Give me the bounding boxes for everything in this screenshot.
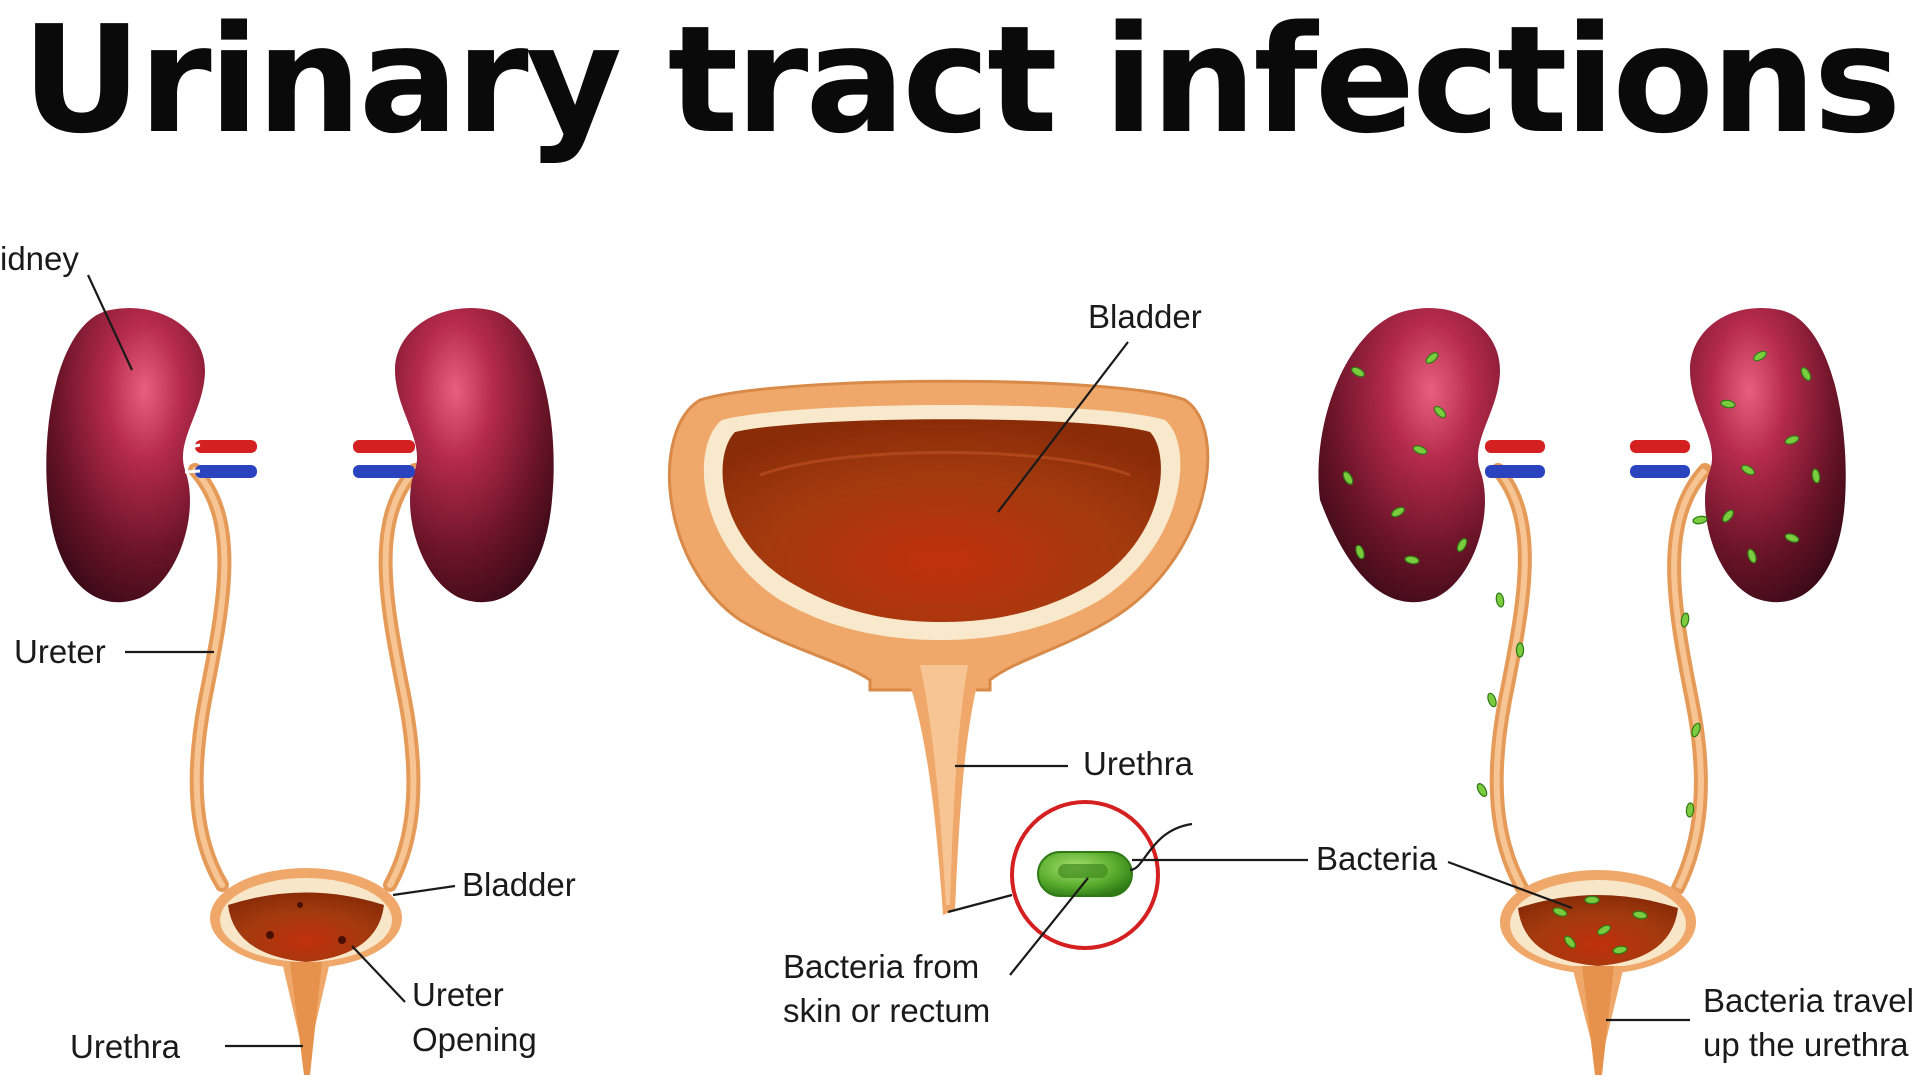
bladder-lumen [722,419,1161,622]
center-bladder-system: Bladder Urethra Bacteria from skin or re… [667,298,1438,1029]
kidney-left [46,308,257,603]
leader-urethra-to-circle [947,893,1013,914]
bacterium [1487,692,1497,708]
leader-bladder-center [997,341,1129,513]
bacterium [1800,367,1812,381]
bacterium [1612,945,1628,955]
bacterium [1342,471,1354,485]
leader-bacteria-from [1009,877,1089,976]
bacterium [1597,924,1611,936]
bacterium-flagellum [1129,822,1193,872]
bacterium [1515,642,1525,658]
bacterium [1720,399,1736,409]
label-bacteria-from-2: skin or rectum [783,992,990,1029]
bacterium [1811,468,1821,484]
kidney-right [353,308,554,603]
kidney-infected-right [1630,308,1846,603]
bacterium [1495,592,1505,608]
bacterium [1753,350,1767,362]
page-title: Urinary tract infections [21,0,1902,166]
bacterium [1680,612,1690,628]
bacterium [1355,544,1365,560]
leader-bacteria-right [1447,860,1573,910]
kidney-infected-left [1318,308,1545,603]
leader-kidney [87,274,133,371]
bacterium [1741,464,1755,476]
label-bacteria-travel-2: up the urethra [1703,1026,1909,1063]
bacterium [1433,405,1447,419]
bacterium [1691,722,1701,738]
leader-bladder-left [392,884,456,897]
bacterium [1391,506,1405,518]
bacteria-scatter [1342,350,1821,955]
label-bladder-left: Bladder [462,866,576,903]
bladder-small-left [210,868,402,1075]
bacterium [1476,783,1488,797]
bacterium [1692,515,1708,525]
bacterium [1425,352,1439,364]
label-bacteria-travel-1: Bacteria travel [1703,982,1914,1019]
bacterium [1564,935,1576,949]
leader-ureter-opening [351,945,406,1003]
bacterium [1747,548,1757,564]
bacterium [1722,509,1734,523]
left-urinary-system: idney Ureter Bladder Ureter Opening Uret… [0,240,576,1075]
label-ureter-opening-2: Opening [412,1021,537,1058]
label-bacteria-from-1: Bacteria from [783,948,979,985]
bacterium [1552,907,1568,917]
label-urethra-left: Urethra [70,1028,181,1065]
bacterium [1784,533,1800,543]
label-ureter: Ureter [14,633,106,670]
bacterium [1784,435,1800,445]
bacterium [1351,366,1365,378]
label-kidney: idney [0,240,79,277]
bacterium [1584,895,1600,905]
label-bladder-center: Bladder [1088,298,1202,335]
bacteria-closeup [1010,800,1193,950]
label-urethra-center: Urethra [1083,745,1194,782]
bacterium [1685,802,1695,818]
bacterium [1456,538,1468,552]
bacterium [1412,445,1428,455]
label-ureter-opening-1: Ureter [412,976,504,1013]
right-infected-system: Bacteria travel up the urethra [1318,308,1914,1075]
bacterium [1632,910,1648,920]
bacterium [1404,555,1420,565]
bladder-infected [1500,870,1696,1075]
label-bacteria: Bacteria [1316,840,1438,877]
